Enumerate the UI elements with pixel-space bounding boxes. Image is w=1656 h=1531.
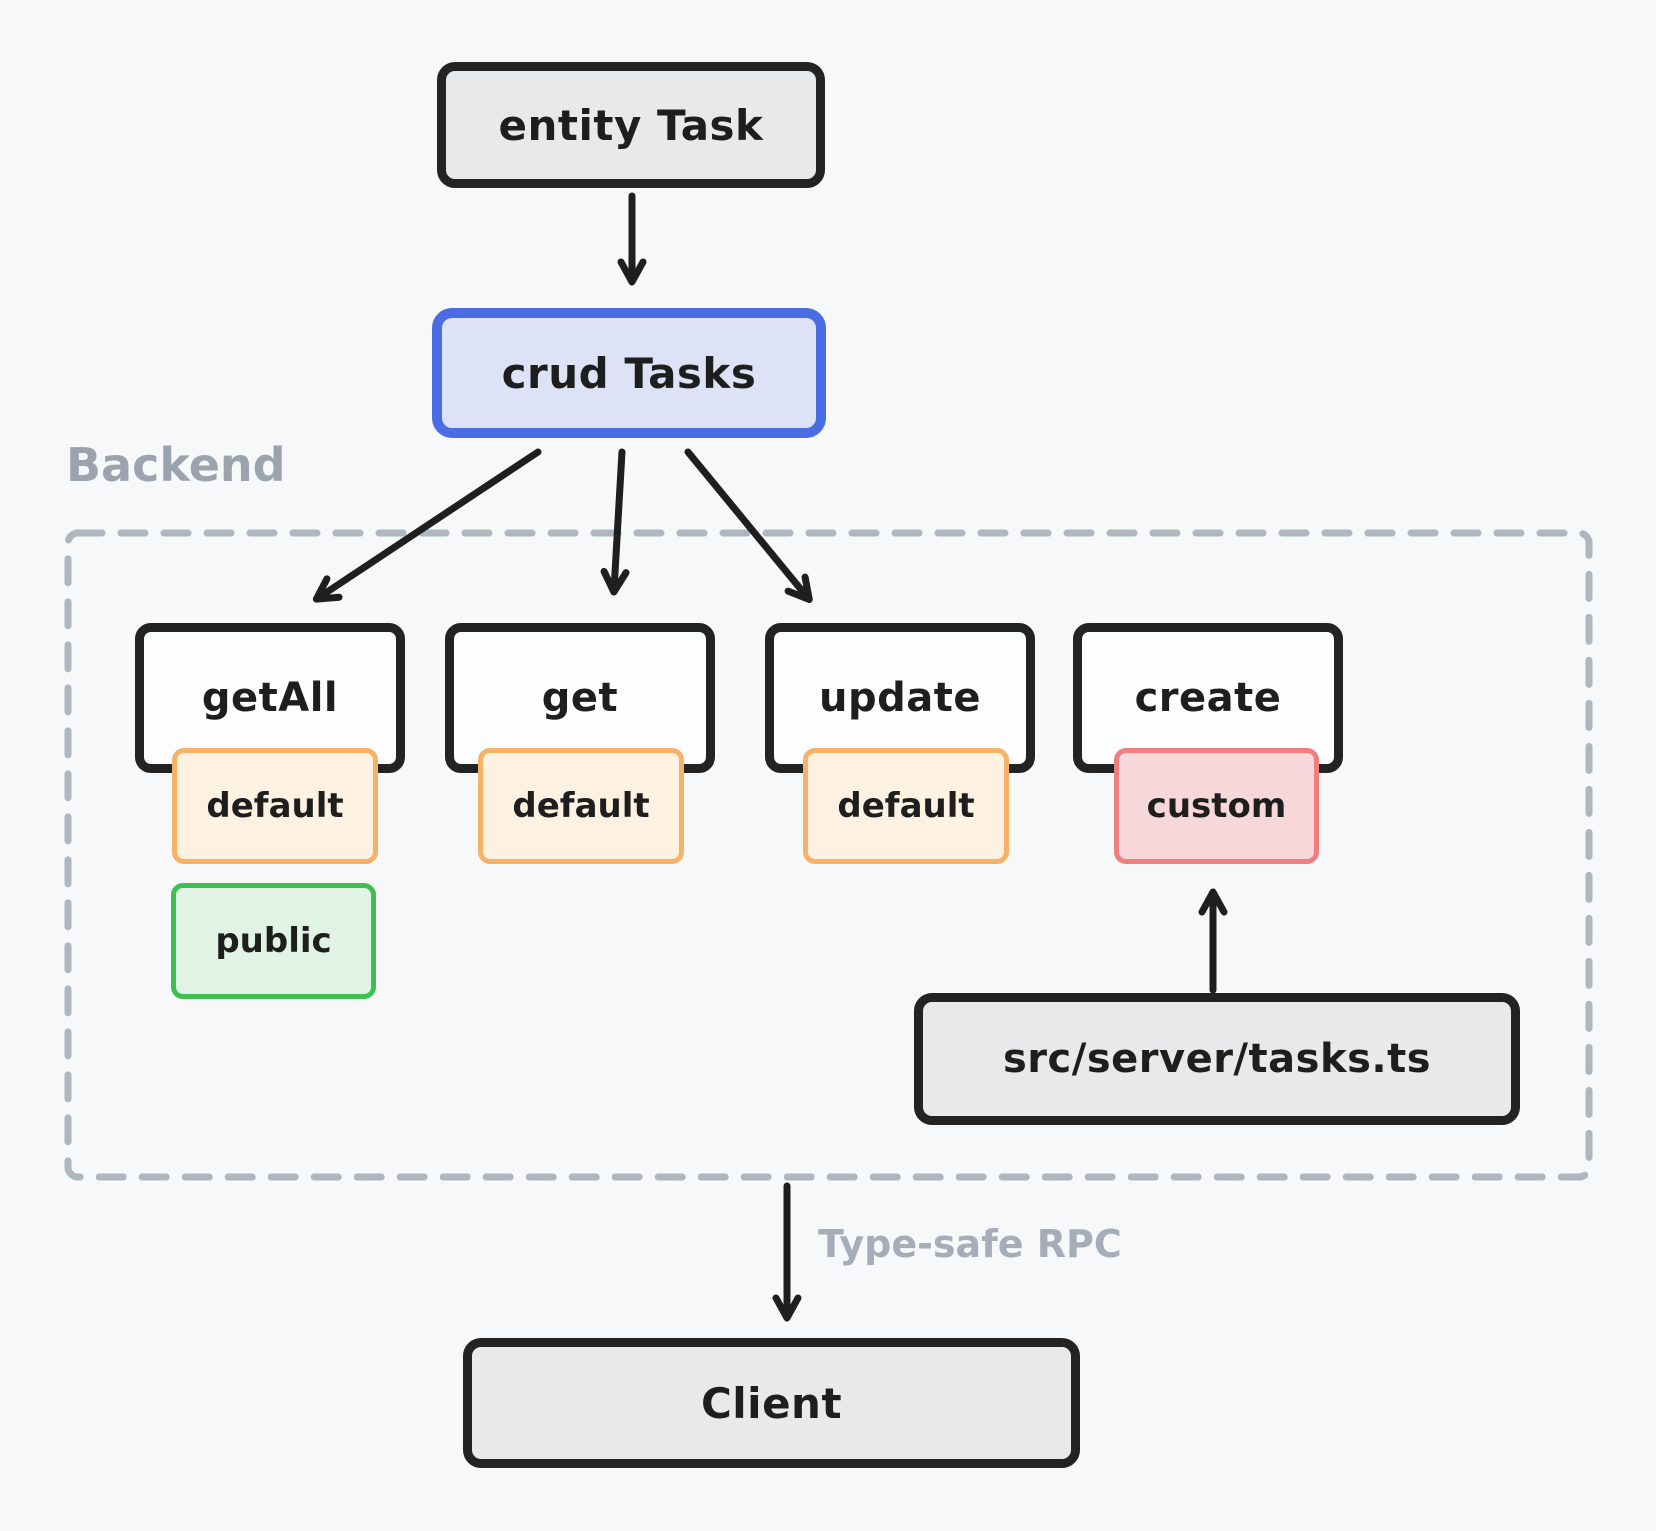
badge-public-getall-label: public xyxy=(215,921,332,961)
op-create-label: create xyxy=(1134,675,1282,721)
op-update-label: update xyxy=(819,675,981,721)
crud-tasks-label: crud Tasks xyxy=(501,348,757,398)
op-get-label: get xyxy=(541,675,619,721)
badge-public-getall: public xyxy=(171,883,376,999)
badge-default-getall-label: default xyxy=(206,786,344,826)
badge-default-get-label: default xyxy=(512,786,650,826)
badge-default-getall: default xyxy=(172,748,378,864)
arrow-crud-to-get xyxy=(600,448,630,596)
type-safe-rpc-label: Type-safe RPC xyxy=(818,1222,1122,1266)
badge-default-update: default xyxy=(803,748,1009,864)
client-node: Client xyxy=(463,1338,1080,1468)
badge-default-update-label: default xyxy=(837,786,975,826)
client-label: Client xyxy=(700,1378,843,1428)
badge-default-get: default xyxy=(478,748,684,864)
arrow-crud-to-update xyxy=(684,448,813,604)
entity-task-node: entity Task xyxy=(437,62,825,188)
op-getall-label: getAll xyxy=(201,675,339,721)
crud-tasks-node: crud Tasks xyxy=(432,308,826,438)
server-file-label: src/server/tasks.ts xyxy=(1002,1036,1431,1082)
arrow-crud-to-getall xyxy=(312,448,542,603)
badge-custom-create: custom xyxy=(1114,748,1319,864)
entity-task-label: entity Task xyxy=(498,100,764,150)
badge-custom-create-label: custom xyxy=(1146,786,1287,826)
server-file-node: src/server/tasks.ts xyxy=(914,993,1520,1125)
backend-group-label: Backend xyxy=(66,438,286,492)
